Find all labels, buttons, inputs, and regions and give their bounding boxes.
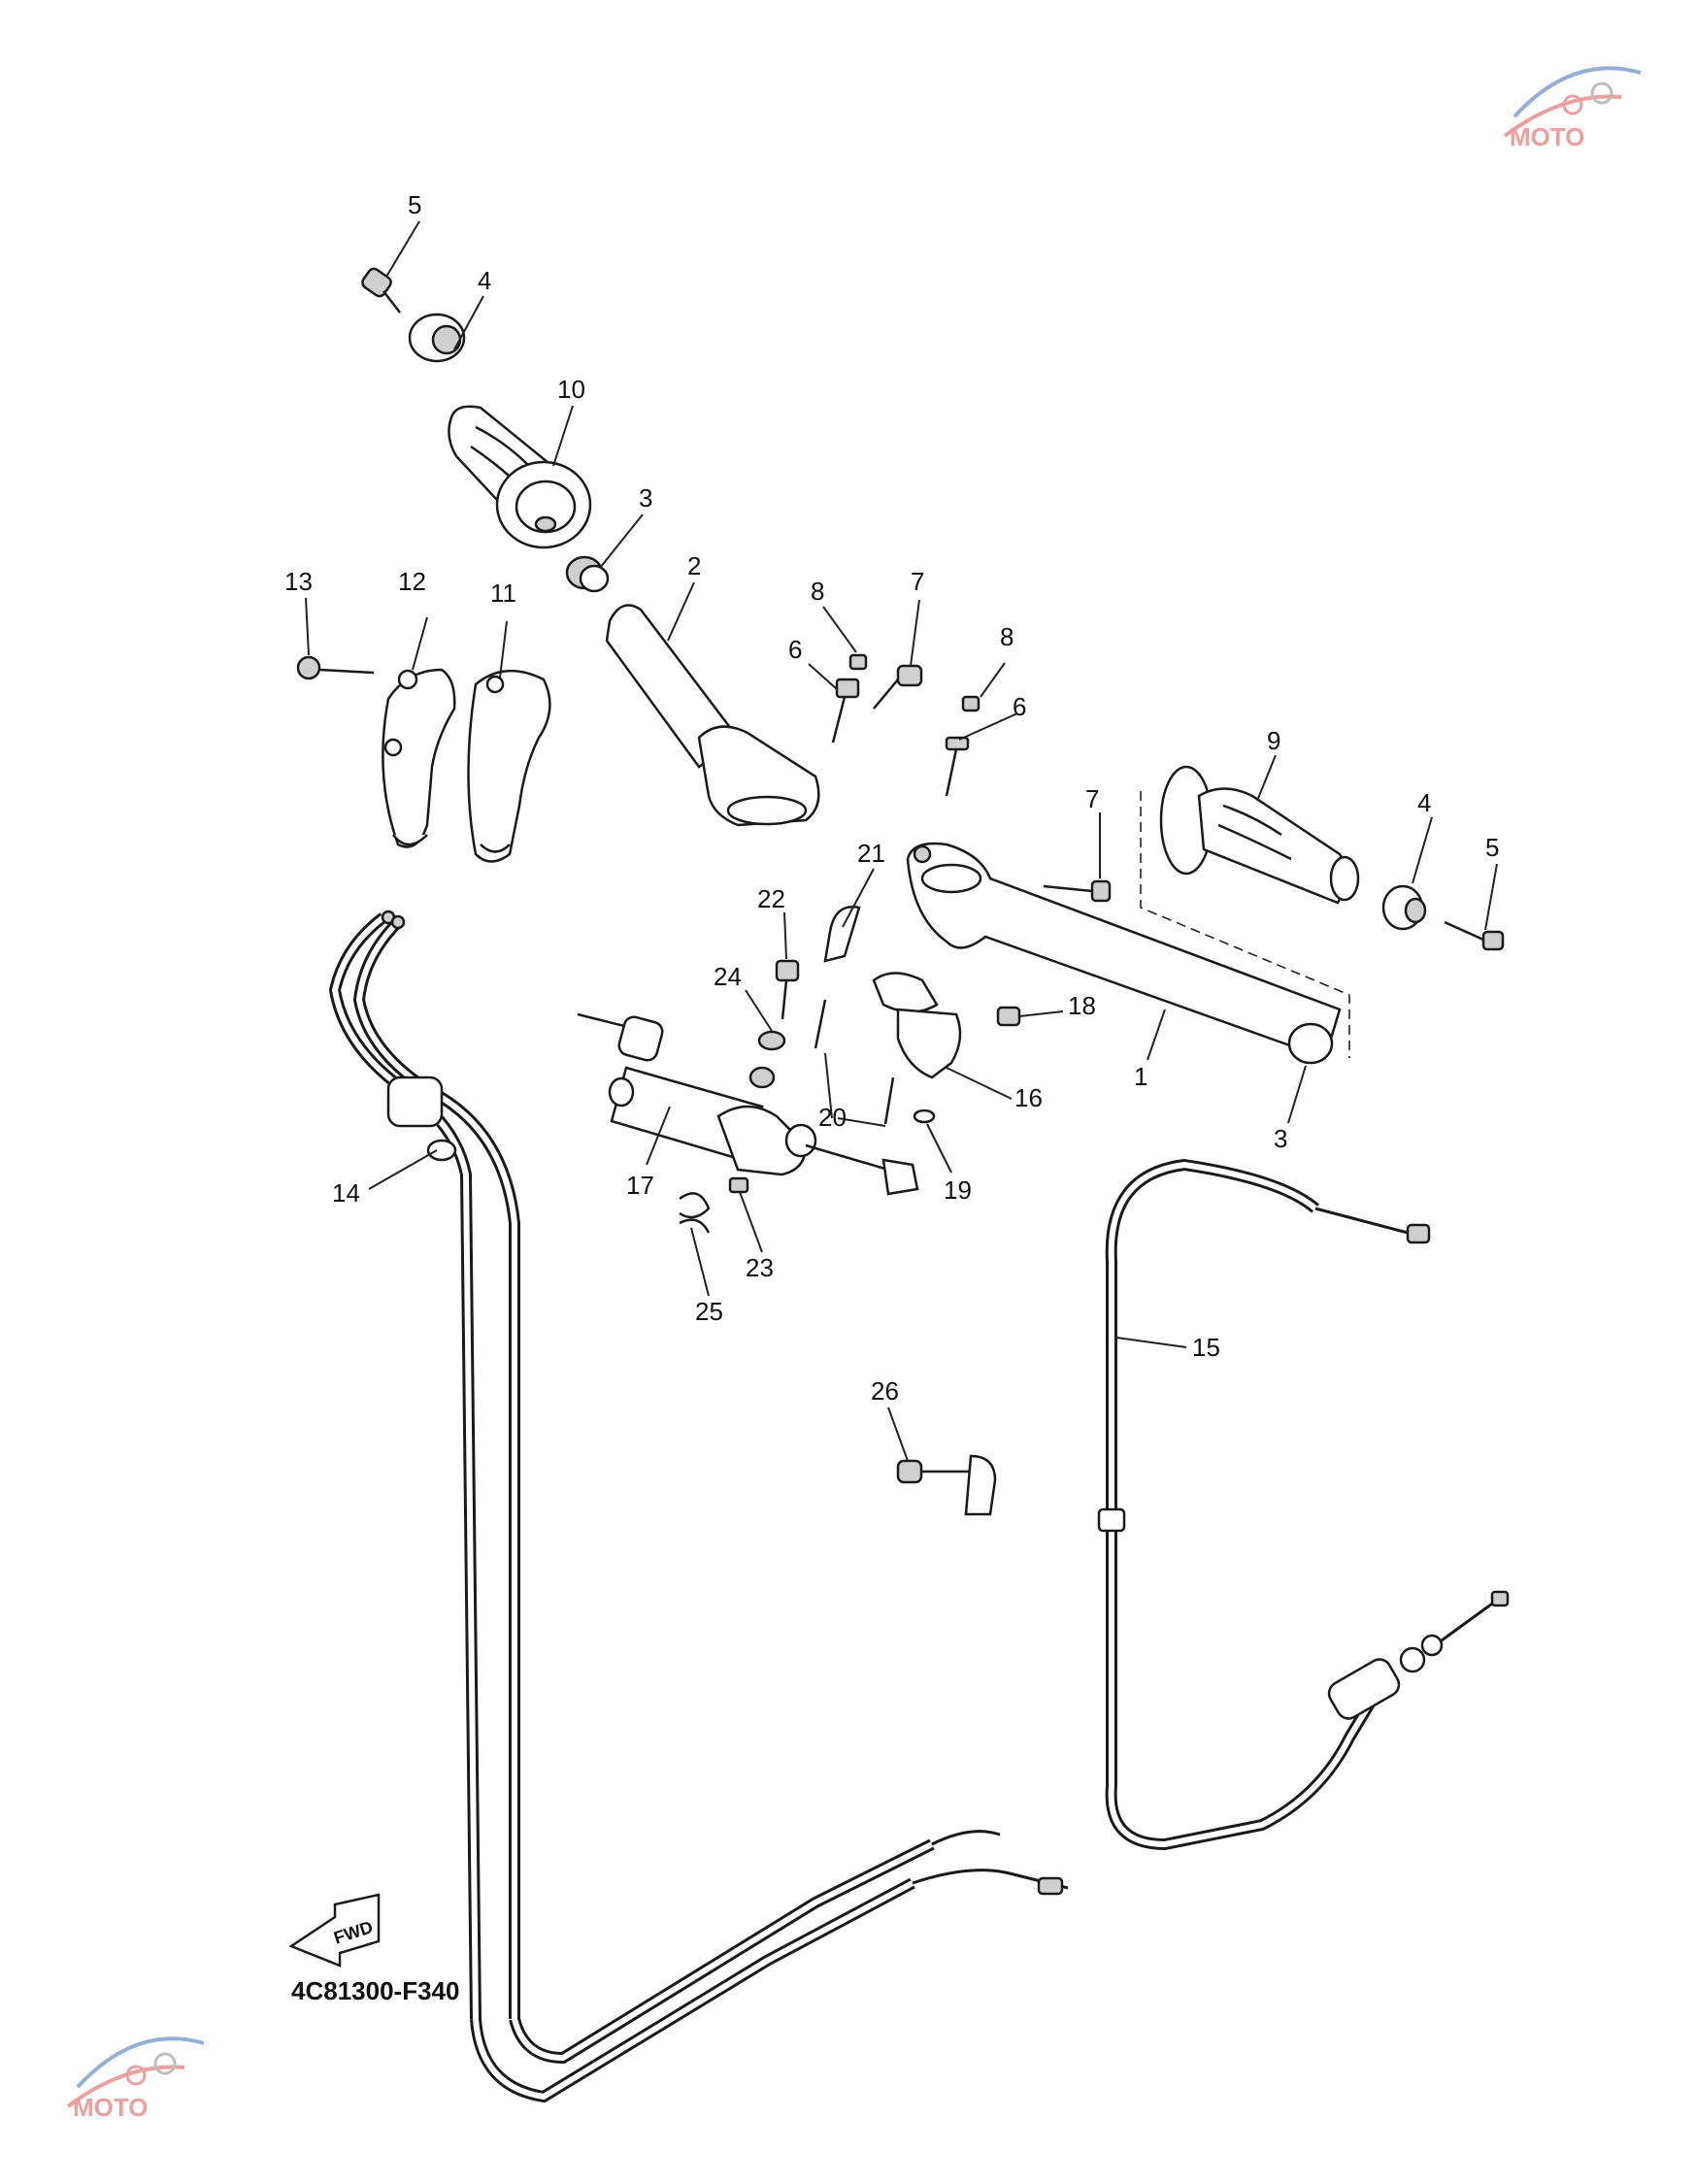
callout-5-right: 5 <box>1485 833 1499 862</box>
left-bar-end-weight <box>408 313 466 363</box>
callout-11: 11 <box>490 579 516 608</box>
callout-12: 12 <box>398 567 426 596</box>
right-bar-end-collar <box>1287 1022 1334 1065</box>
callout-7-right: 7 <box>1085 784 1099 813</box>
assembly-dash-line <box>1140 791 1350 1058</box>
right-handlebar <box>906 842 1342 1060</box>
callout-17: 17 <box>626 1171 654 1200</box>
pinch-bolt-upper <box>873 664 923 710</box>
left-bar-end-screw <box>361 267 401 314</box>
fwd-arrow-icon: FWD <box>288 1893 381 1968</box>
damper-nut-23 <box>728 1176 749 1194</box>
callout-25: 25 <box>695 1297 723 1326</box>
diagram-code: 4C81300-F340 <box>291 1976 459 2005</box>
moto-watermark-logo-bottom: MOTO <box>66 2036 205 2122</box>
damper-nut-18 <box>996 1006 1021 1027</box>
right-grip <box>1159 765 1360 905</box>
callout-4: 4 <box>478 266 491 295</box>
callout-23: 23 <box>746 1253 774 1282</box>
left-throttle-grip <box>448 405 592 549</box>
throttle-housing-upper <box>382 668 456 848</box>
callout-6: 6 <box>788 635 802 664</box>
damper-bracket <box>823 906 962 1079</box>
callout-18: 18 <box>1068 991 1096 1020</box>
callout-2: 2 <box>687 551 701 580</box>
callout-22: 22 <box>757 884 785 913</box>
cable-bracket-bolt-26 <box>896 1454 997 1516</box>
callout-3-right: 3 <box>1274 1124 1287 1153</box>
callout-labels: 5 4 10 3 2 13 12 11 8 7 6 8 6 9 4 5 7 21… <box>284 190 1499 1406</box>
damper-bolt-22 <box>775 959 800 1020</box>
damper-bolt-20 <box>814 999 895 1125</box>
callout-20: 20 <box>818 1103 847 1132</box>
svg-text:MOTO: MOTO <box>1510 122 1585 151</box>
damper-clip-25 <box>679 1192 711 1234</box>
svg-text:MOTO: MOTO <box>73 2093 149 2122</box>
callout-1: 1 <box>1134 1062 1147 1091</box>
callout-7: 7 <box>911 567 924 596</box>
leader-lines <box>305 220 1498 1462</box>
callout-4-right: 4 <box>1417 788 1431 817</box>
callout-8: 8 <box>811 577 824 606</box>
callout-13: 13 <box>284 567 313 596</box>
callout-14: 14 <box>332 1178 360 1208</box>
housing-screw <box>296 655 375 680</box>
left-handlebar <box>605 604 820 827</box>
damper-washer-19 <box>913 1109 936 1124</box>
callout-5: 5 <box>408 190 421 219</box>
callout-9: 9 <box>1267 726 1280 755</box>
callout-15: 15 <box>1192 1333 1220 1362</box>
callout-10: 10 <box>557 375 585 404</box>
callout-19: 19 <box>944 1175 972 1205</box>
callout-24: 24 <box>714 962 742 991</box>
callout-8-right: 8 <box>1000 622 1014 651</box>
clamp-bolt-upper-right <box>945 736 970 797</box>
right-bar-end-weight <box>1381 884 1427 931</box>
throttle-cables <box>328 910 1069 2103</box>
callout-21: 21 <box>857 839 885 868</box>
nut-upper-left <box>848 653 868 671</box>
damper-washer-24 <box>757 1030 786 1051</box>
callout-6-right: 6 <box>1013 692 1026 721</box>
callout-26: 26 <box>871 1376 899 1406</box>
callout-3: 3 <box>639 483 652 513</box>
damper-body <box>577 1012 919 1196</box>
callout-16: 16 <box>1014 1083 1043 1112</box>
clutch-cable <box>1097 1158 1510 1851</box>
throttle-housing-lower <box>467 669 551 863</box>
nut-upper-right <box>961 695 980 712</box>
right-bar-end-screw <box>1444 920 1505 951</box>
left-bar-end-collar <box>565 555 610 593</box>
right-pinch-bolt <box>1043 879 1112 903</box>
moto-watermark-logo-top: MOTO <box>1503 66 1642 151</box>
